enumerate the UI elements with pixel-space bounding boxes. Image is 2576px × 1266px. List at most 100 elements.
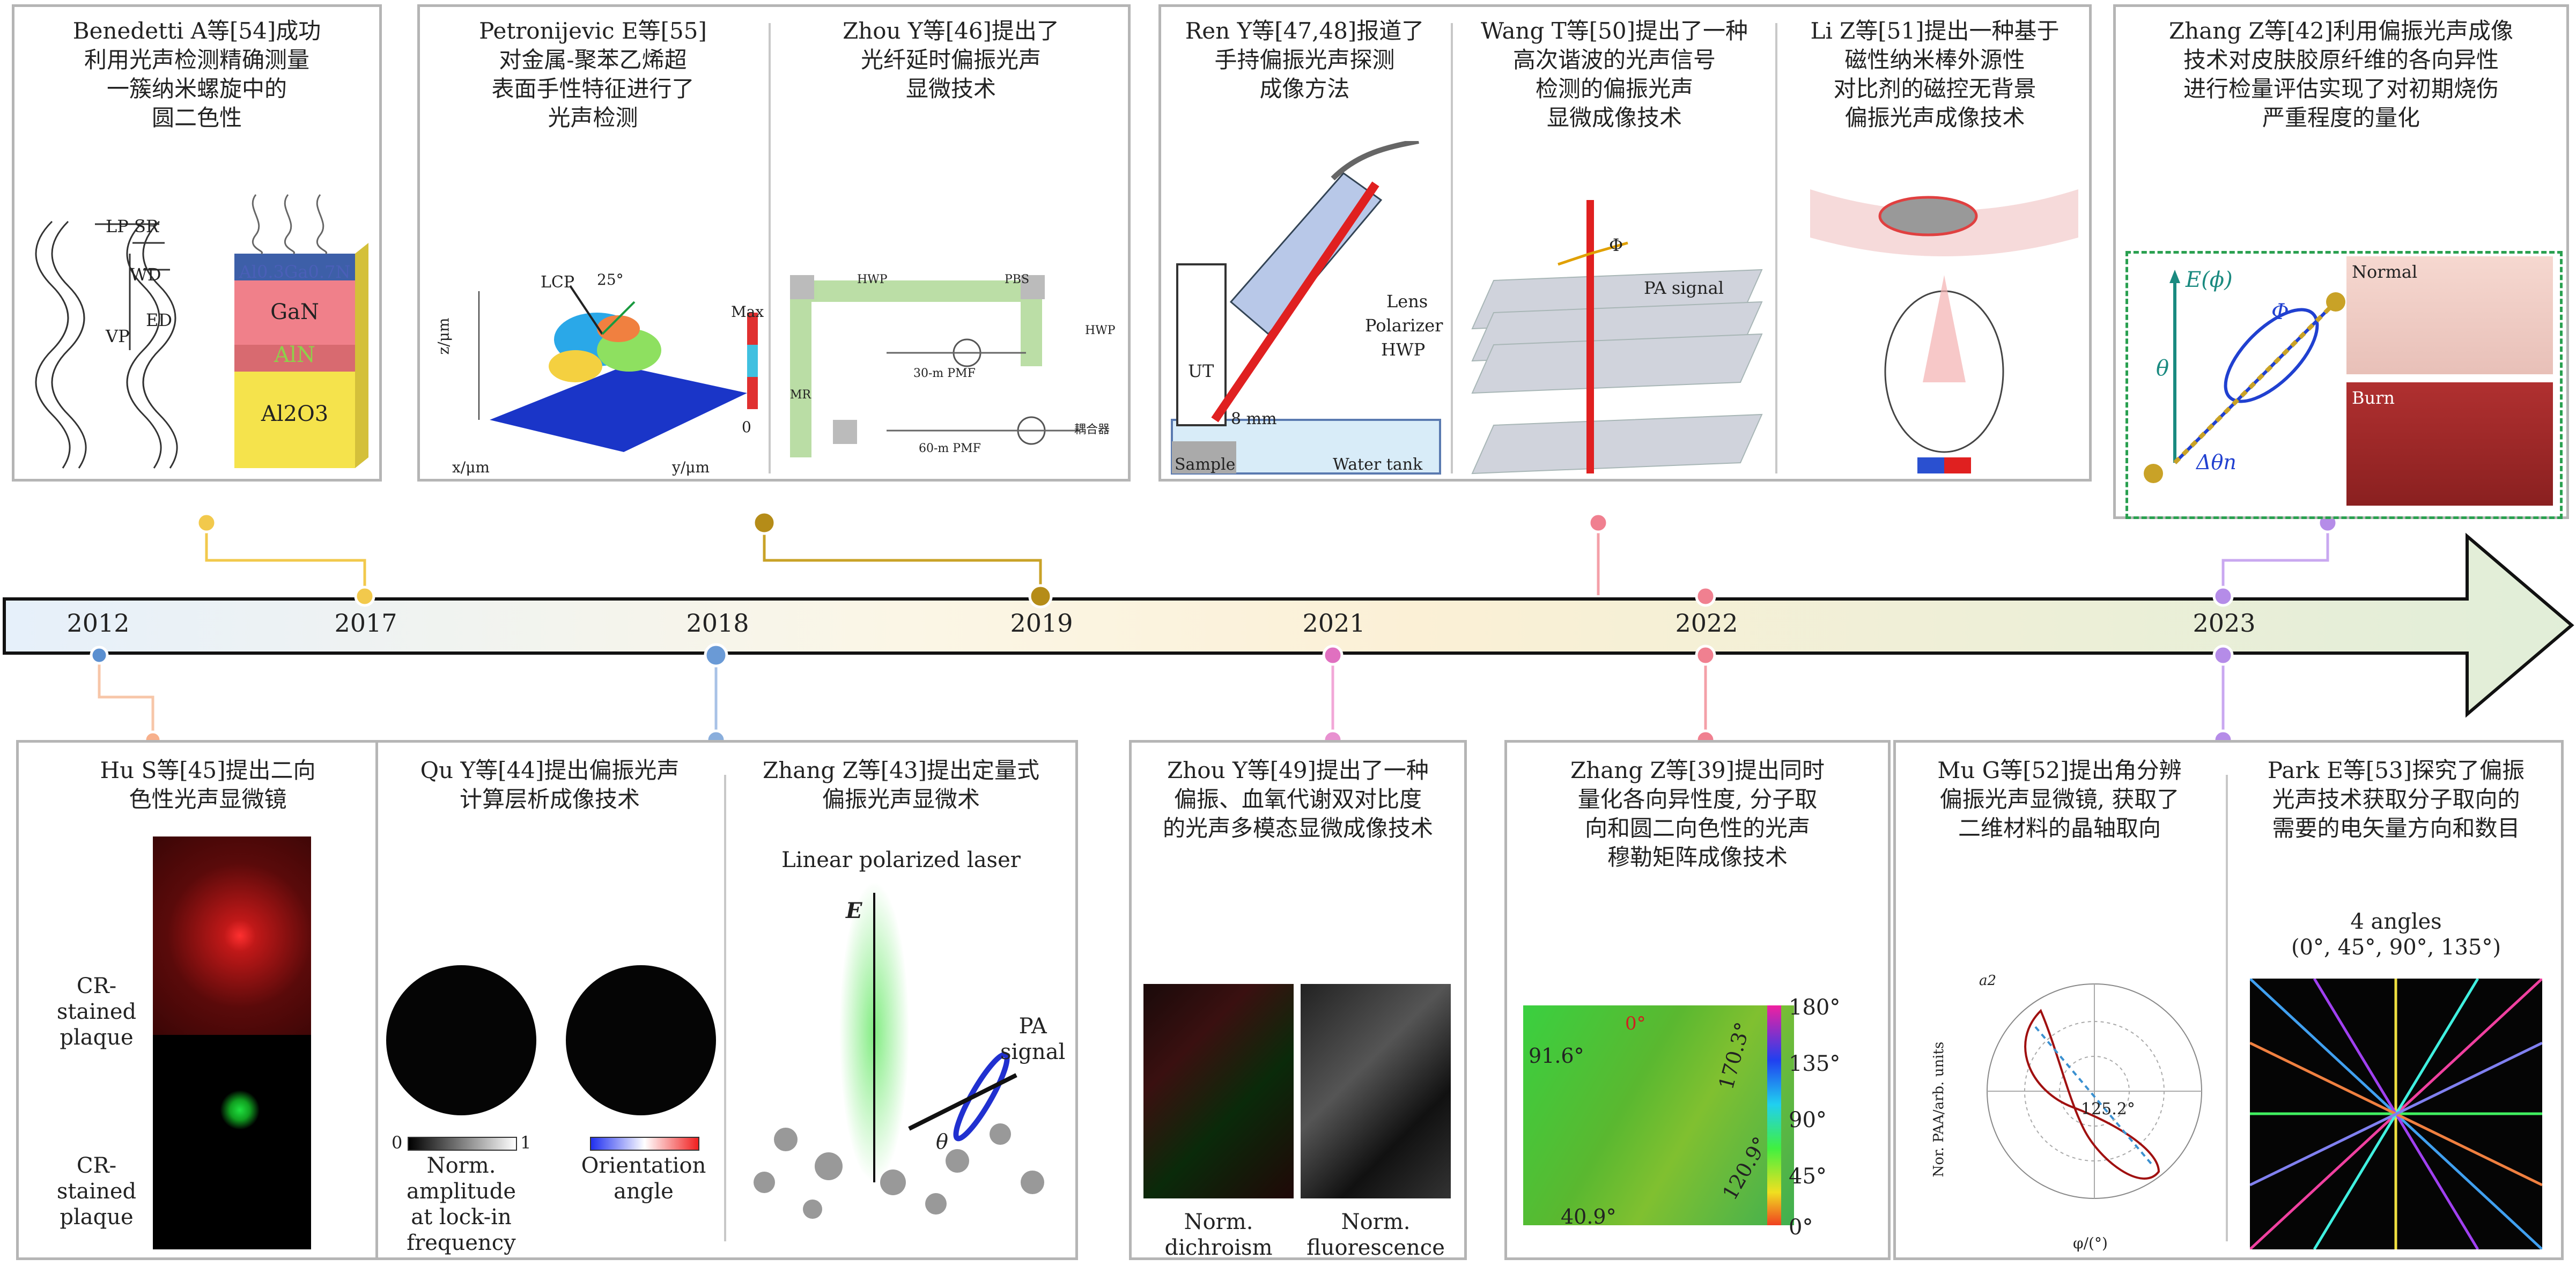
label-ed: ED xyxy=(146,310,173,330)
label-phi-wang: Φ xyxy=(1609,235,1623,255)
label-gan: GaN xyxy=(270,300,319,324)
label-60m-pmf: 60-m PMF xyxy=(919,442,981,455)
label-four-angles: 4 angles (0°, 45°, 90°, 135°) xyxy=(2291,909,2501,960)
label-angle-40: 40.9° xyxy=(1561,1205,1617,1228)
label-phi-zhang: Φ xyxy=(2271,300,2289,324)
panel-ren-wang-li: Ren Y等[47,48]报道了 手持偏振光声探测 成像方法 Wang T等[5… xyxy=(1158,4,2092,482)
caption-zhang-quant: Zhang Z等[43]提出定量式 偏振光声显微术 xyxy=(763,757,1039,812)
label-hwp-b: HWP xyxy=(1085,324,1116,337)
caption-mu: Mu G等[52]提出角分辨 偏振光声显微镜, 获取了 二维材料的晶轴取向 xyxy=(1937,757,2182,841)
fiber-delay-setup xyxy=(790,275,1080,457)
year-2017: 2017 xyxy=(334,609,397,638)
image-red-plaque xyxy=(153,836,311,1035)
year-2019: 2019 xyxy=(1010,609,1073,638)
caption-wang: Wang T等[50]提出了一种 高次谐波的光声信号 检测的偏振光声 显微成像技… xyxy=(1480,18,1748,131)
label-max: Max xyxy=(731,303,764,321)
label-normal: Normal xyxy=(2352,262,2418,282)
quantitative-pa-figure xyxy=(754,882,1044,1219)
caption-zhou-multimodal: Zhou Y等[49]提出了一种 偏振、血氧代谢双对比度 的光声多模态显微成像技… xyxy=(1162,757,1433,841)
label-x-axis: x/μm xyxy=(452,458,490,476)
panel-qu-zhang: Qu Y等[44]提出偏振光声 计算层析成像技术 Zhang Z等[43]提出定… xyxy=(375,740,1078,1260)
caption-petronijevic: Petronijevic E等[55] 对金属-聚苯乙烯超 表面手性特征进行了 … xyxy=(479,18,707,131)
image-dichroism xyxy=(1143,984,1294,1198)
label-dtheta: Δθn xyxy=(2196,450,2237,474)
caption-zhang-mueller: Zhang Z等[39]提出同时 量化各向异性度, 分子取 向和圆二向色性的光声… xyxy=(1570,757,1825,870)
tick-135: 135° xyxy=(1789,1052,1841,1076)
label-angle-0: 0° xyxy=(1625,1013,1646,1034)
image-normal-skin xyxy=(2346,256,2553,374)
label-algan: Al0.3Ga0.7N xyxy=(239,262,351,282)
year-2022: 2022 xyxy=(1675,609,1738,638)
label-25deg: 25° xyxy=(597,271,624,288)
label-burn: Burn xyxy=(2352,388,2395,408)
panel-hu: Hu S等[45]提出二向 色性光声显微镜 CR- stained plaque… xyxy=(16,740,400,1260)
label-theta-quant: θ xyxy=(936,1130,948,1153)
panel-benedetti: Benedetti A等[54]成功 利用光声检测精确测量 一簇纳米螺旋中的 圆… xyxy=(12,4,382,482)
polar-plot xyxy=(1987,983,2202,1199)
year-2023: 2023 xyxy=(2193,609,2256,638)
label-theta-zhang: θ xyxy=(2156,356,2169,381)
label-pa-signal: PA signal xyxy=(1000,1014,1066,1064)
label-e-field: E xyxy=(846,898,862,923)
caption-benedetti: Benedetti A等[54]成功 利用光声检测精确测量 一簇纳米螺旋中的 圆… xyxy=(72,18,321,131)
label-hwp-probe: HWP xyxy=(1381,339,1426,360)
label-wd: WD xyxy=(130,264,161,285)
colorbar-gray xyxy=(408,1137,517,1151)
image-mueller-map xyxy=(1523,1005,1794,1225)
label-sample: Sample xyxy=(1175,455,1236,474)
label-polar-center: 125.2° xyxy=(2081,1100,2135,1119)
label-one-gray: 1 xyxy=(520,1132,532,1153)
magnetic-mouse xyxy=(1810,189,2078,473)
label-pa-signal-wang: PA signal xyxy=(1644,278,1724,298)
panel-zhang-burn: Zhang Z等[42]利用偏振光声成像 技术对皮肤胶原纤维的各向异性 进行检量… xyxy=(2113,4,2569,519)
image-radial-lines xyxy=(2250,979,2542,1249)
caption-li: Li Z等[51]提出一种基于 磁性纳米棒外源性 对比剂的磁控无背景 偏振光声成… xyxy=(1810,18,2060,131)
label-polarizer: Polarizer xyxy=(1365,315,1443,336)
label-linear-laser: Linear polarized laser xyxy=(781,848,1021,872)
caption-zhang-burn: Zhang Z等[42]利用偏振光声成像 技术对皮肤胶原纤维的各向异性 进行检量… xyxy=(2169,18,2513,131)
label-norm-amplitude: Norm. amplitude at lock-in frequency xyxy=(406,1153,516,1255)
caption-zhou-fiber: Zhou Y等[46]提出了 光纤延时偏振光声 显微技术 xyxy=(843,18,1059,102)
label-min: 0 xyxy=(742,418,751,436)
panel-mu-park: Mu G等[52]提出角分辨 偏振光声显微镜, 获取了 二维材料的晶轴取向 Pa… xyxy=(1893,740,2564,1260)
label-polar-xaxis: φ/(°) xyxy=(2073,1234,2108,1252)
label-z-axis: z/μm xyxy=(434,317,453,355)
label-coupler: 耦合器 xyxy=(1074,423,1110,436)
label-ephi: E(ϕ) xyxy=(2186,268,2233,292)
panel-zhang-mueller: Zhang Z等[39]提出同时 量化各向异性度, 分子取 向和圆二向色性的光声… xyxy=(1504,740,1891,1260)
panel-zhou-multimodal: Zhou Y等[49]提出了一种 偏振、血氧代谢双对比度 的光声多模态显微成像技… xyxy=(1129,740,1467,1260)
nanohelix-figure xyxy=(35,194,368,469)
label-cr-stained-2: CR- stained plaque xyxy=(56,1153,137,1230)
label-ut: UT xyxy=(1188,361,1214,381)
metasurface-plot xyxy=(478,285,758,452)
caption-ren: Ren Y等[47,48]报道了 手持偏振光声探测 成像方法 xyxy=(1185,18,1424,102)
tick-180: 180° xyxy=(1789,995,1841,1020)
tick-0: 0° xyxy=(1789,1215,1813,1240)
image-fluorescence xyxy=(1301,984,1451,1198)
label-vp: VP xyxy=(106,326,130,346)
label-orientation-angle: Orientation angle xyxy=(581,1153,706,1204)
collagen-cone xyxy=(2144,270,2345,483)
caption-qu: Qu Y等[44]提出偏振光声 计算层析成像技术 xyxy=(420,757,680,812)
year-2021: 2021 xyxy=(1302,609,1365,638)
label-zero-gray: 0 xyxy=(392,1132,403,1153)
handheld-probe xyxy=(1171,141,1441,475)
label-aln: AlN xyxy=(274,343,315,367)
label-cr-stained-1: CR- stained plaque xyxy=(56,974,137,1050)
tick-45: 45° xyxy=(1789,1164,1827,1189)
label-polar-yaxis: Nor. PAA/arb. units xyxy=(1931,1041,1947,1178)
harmonic-layers xyxy=(1471,200,1763,475)
image-orientation xyxy=(566,965,716,1115)
label-norm-fluorescence: Norm. fluorescence xyxy=(1307,1210,1445,1260)
colorbar-angle xyxy=(1767,1005,1781,1225)
label-hwp-a: HWP xyxy=(857,273,888,286)
label-angle-91: 91.6° xyxy=(1529,1044,1584,1068)
image-norm-amplitude xyxy=(386,965,536,1115)
tick-90: 90° xyxy=(1789,1108,1827,1132)
label-polar-a2: a2 xyxy=(1979,973,1997,989)
label-8mm: 8 mm xyxy=(1231,410,1277,428)
label-y-axis: y/μm xyxy=(672,458,710,476)
image-green-plaque xyxy=(153,1035,311,1249)
label-water-tank: Water tank xyxy=(1333,455,1423,474)
label-lcp: LCP xyxy=(541,273,575,292)
